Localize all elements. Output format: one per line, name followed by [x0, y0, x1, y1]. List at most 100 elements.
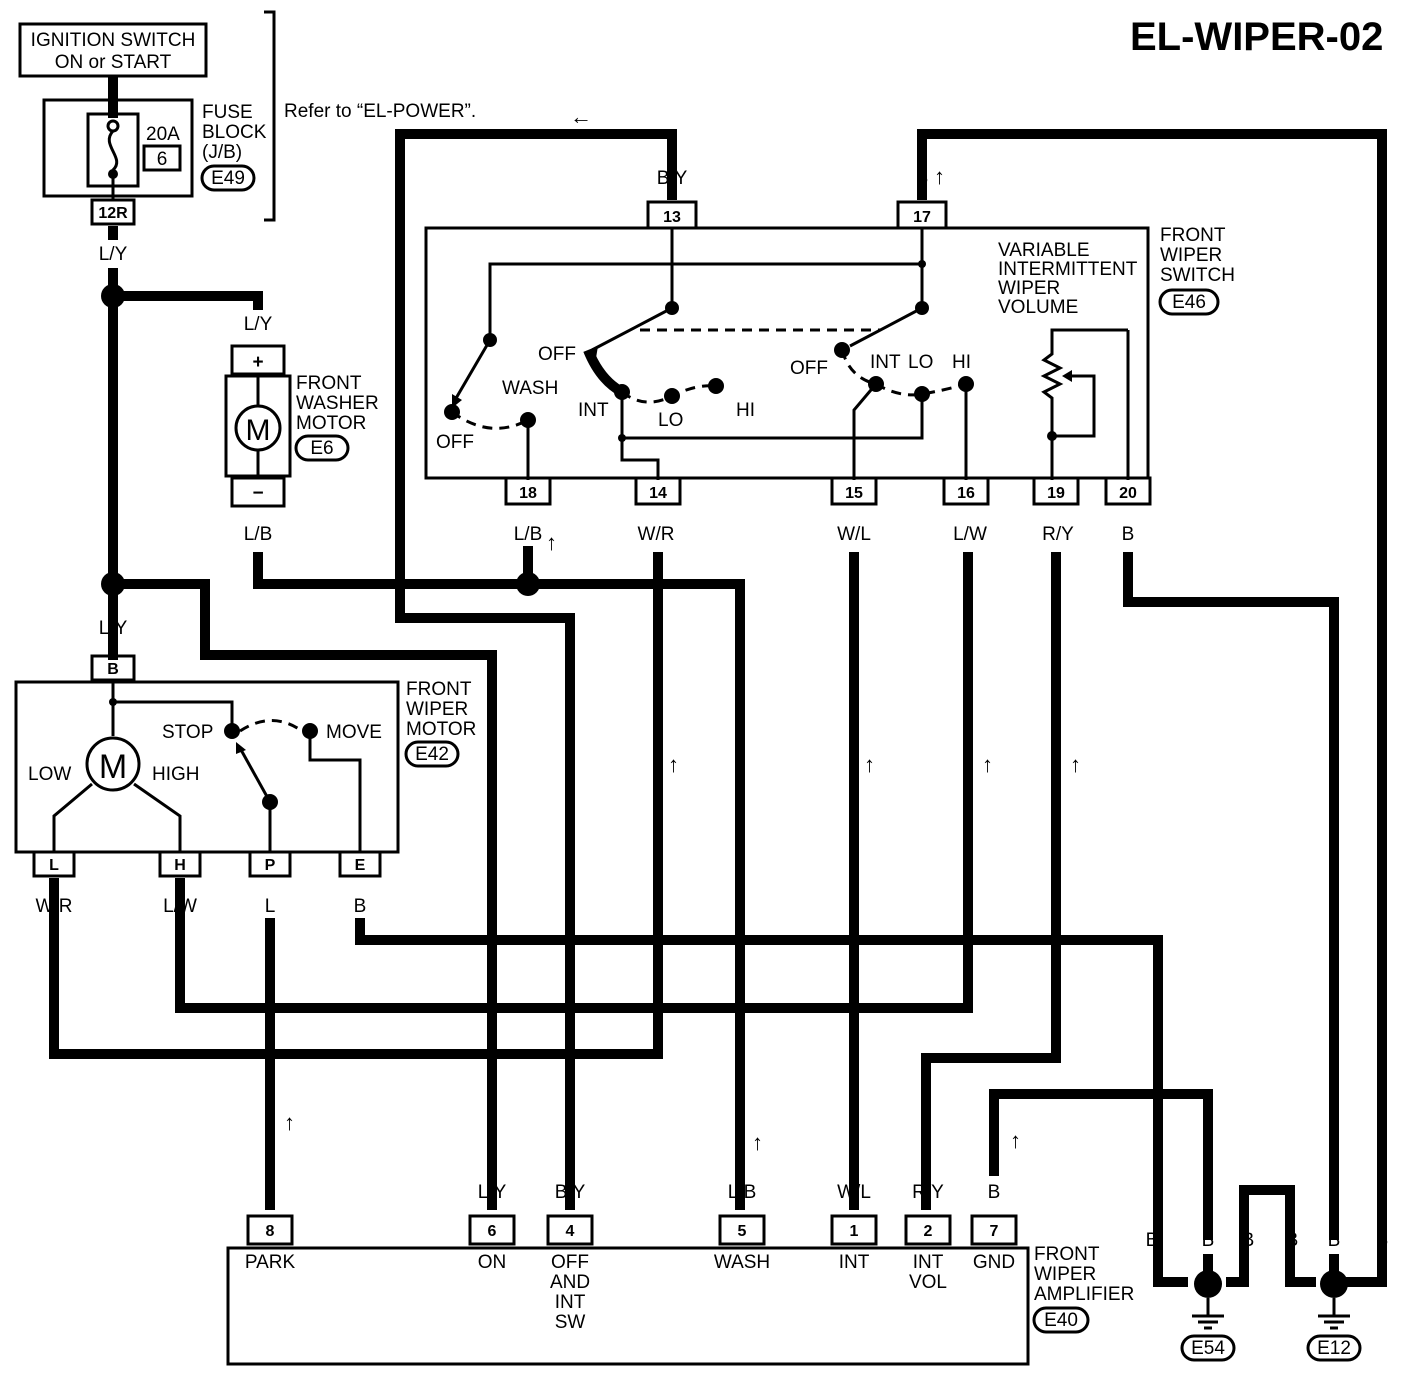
- svg-text:1: 1: [850, 1223, 859, 1240]
- wire-lb-to-amp-wash: [528, 579, 745, 1210]
- connector-e42-badge: [404, 740, 460, 768]
- svg-text:SW: SW: [555, 1312, 586, 1333]
- svg-text:L: L: [49, 857, 59, 874]
- connector-e49-badge: [200, 164, 256, 192]
- pos-off-b: OFF: [436, 432, 474, 453]
- washer-label-3: MOTOR: [296, 413, 366, 434]
- pos-off-a: OFF: [538, 344, 576, 365]
- svg-text:7: 7: [990, 1223, 999, 1240]
- svg-text:INT: INT: [555, 1292, 586, 1313]
- fuse-number-box: [142, 144, 182, 172]
- svg-text:16: 16: [957, 485, 975, 502]
- svg-text:18: 18: [519, 485, 537, 502]
- wire-label-ly-1: L/Y: [99, 244, 128, 265]
- svg-text:L/Y: L/Y: [478, 1182, 507, 1203]
- arrow-wl: ↑: [864, 752, 875, 777]
- washer-label-2: WASHER: [296, 393, 379, 414]
- connector-12r: 12R: [90, 198, 136, 226]
- svg-text:INT: INT: [839, 1252, 870, 1273]
- svg-text:E: E: [355, 857, 366, 874]
- connector-e40-badge: [1032, 1306, 1090, 1334]
- ground-e12-splice: [1320, 1270, 1348, 1298]
- svg-text:L/B: L/B: [728, 1182, 757, 1203]
- washer-plus-terminal: [230, 344, 286, 376]
- motor-label-1: FRONT: [406, 679, 472, 700]
- wire-ry: [921, 552, 1061, 1210]
- switch-pin-20: 20: [1104, 476, 1152, 506]
- arrow-wash: ↑: [752, 1130, 763, 1155]
- connector-e49: E49: [211, 168, 245, 189]
- switch-pin-16: 16: [942, 476, 990, 506]
- svg-text:R/Y: R/Y: [912, 1182, 944, 1203]
- svg-text:20: 20: [1119, 485, 1137, 502]
- switch-pin-14: 14: [634, 476, 682, 506]
- svg-text:B: B: [107, 661, 119, 678]
- ground-wire-label-5: B: [1328, 1230, 1341, 1251]
- switch-label-3: SWITCH: [1160, 265, 1235, 286]
- wire-label-ry-1: R/Y: [1042, 524, 1074, 545]
- ground-e12-badge: [1306, 1334, 1362, 1362]
- svg-text:6: 6: [488, 1223, 497, 1240]
- ground-wire-label-6: B: [1376, 1230, 1389, 1251]
- svg-text:VOL: VOL: [909, 1272, 947, 1293]
- fuse-amps: 20A: [146, 124, 180, 145]
- arrow-sw18: ↑: [546, 530, 557, 555]
- svg-text:13: 13: [663, 209, 681, 226]
- motor-label-3: MOTOR: [406, 719, 476, 740]
- wire-b-amp-gnd: [989, 1089, 1213, 1240]
- fuse-block-label-3: (J/B): [202, 142, 242, 163]
- wire-lb-washer: [253, 552, 528, 589]
- ground-e54: E54: [1191, 1338, 1225, 1359]
- wire-label-wr-1: W/R: [638, 524, 675, 545]
- volume-label-1: VARIABLE: [998, 240, 1090, 261]
- wiper-motor-icon: [85, 736, 141, 792]
- ground-wire-label-1: B: [1146, 1230, 1159, 1251]
- left-arrow: ←: [570, 104, 592, 129]
- motor-pin-h: H: [158, 850, 202, 878]
- connector-e46: E46: [1172, 292, 1206, 313]
- motor-pin-l: L: [32, 850, 76, 878]
- volume-label-4: VOLUME: [998, 297, 1078, 318]
- connector-12r-pin: 12R: [98, 205, 128, 222]
- connector-e6: E6: [310, 438, 333, 459]
- washer-plus: +: [252, 352, 263, 373]
- amp-pin-5: L/B 5 WASH: [714, 1182, 770, 1273]
- svg-text:L: L: [265, 1182, 276, 1203]
- ground-e54-badge: [1180, 1334, 1236, 1362]
- ignition-switch-label: IGNITION SWITCH: [31, 30, 196, 51]
- amp-pin-2: R/Y 2 INT VOL: [904, 1182, 952, 1293]
- wire-ly-to-amp-on: [113, 579, 497, 1210]
- wire-b-ground-bridge: [1226, 1185, 1316, 1287]
- fuse-block-label-2: BLOCK: [202, 122, 267, 143]
- amp-pin-1: W/L 1 INT: [830, 1182, 878, 1273]
- wire-label-lw-2: L/W: [163, 896, 197, 917]
- switch-label-2: WIPER: [1160, 245, 1222, 266]
- connector-e42: E42: [415, 744, 449, 765]
- washer-minus-terminal: [230, 476, 286, 508]
- amp-pin-4: B/Y 4 OFF AND INT SW: [546, 1182, 594, 1333]
- wire-b-motor-ground: [355, 918, 1188, 1287]
- wire-label-by-1: B/Y: [657, 168, 688, 189]
- svg-text:B/Y: B/Y: [555, 1182, 586, 1203]
- amp-pin-7: B 7 GND: [970, 1182, 1018, 1273]
- wiper-switch-box: [424, 226, 1150, 480]
- arrow-ry: ↑: [1070, 752, 1081, 777]
- pos-lo-a: LO: [658, 410, 683, 431]
- amp-label-3: AMPLIFIER: [1034, 1284, 1134, 1305]
- arrow-park: ↑: [284, 1110, 295, 1135]
- arrow-sw17: ↑: [934, 164, 945, 189]
- switch-pin-17: 17: [896, 200, 948, 230]
- pos-hi-b: HI: [952, 352, 971, 373]
- switch-pin-15: 15: [830, 476, 878, 506]
- wire-label-b-motor: B: [354, 896, 367, 917]
- amp-label-1: FRONT: [1034, 1244, 1100, 1265]
- svg-text:5: 5: [738, 1223, 747, 1240]
- wire-label-wr-2: W/R: [36, 896, 73, 917]
- wire-b-sw17-ground: [917, 129, 1387, 1287]
- fuse-icon: [107, 129, 119, 172]
- volume-label-2: INTERMITTENT: [998, 259, 1138, 280]
- amp-label-2: WIPER: [1034, 1264, 1096, 1285]
- pos-wash: WASH: [502, 378, 558, 399]
- arrow-wr: ↑: [668, 752, 679, 777]
